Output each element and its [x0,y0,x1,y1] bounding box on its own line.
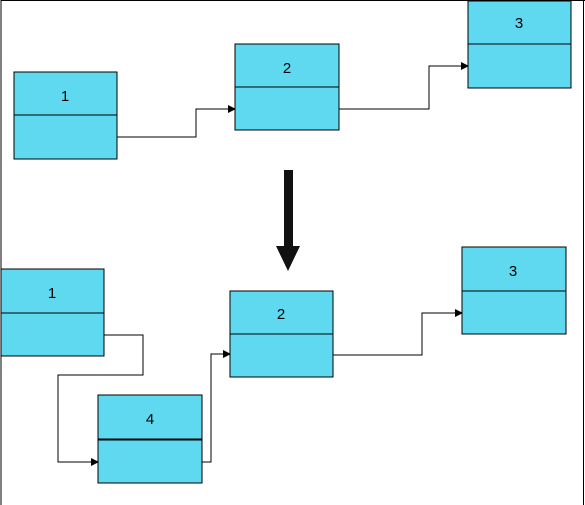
node-before-3[interactable]: 3 [467,0,572,89]
node-before-2-label: 2 [283,60,291,77]
node-before-3-label: 3 [515,15,523,32]
node-after-1[interactable]: 1 [0,268,105,357]
before-list: 1 2 3 [13,0,572,160]
edge-after-1-to-4 [57,334,144,466]
node-after-2[interactable]: 2 [229,290,334,378]
after-list: 1 2 3 4 [0,246,567,484]
node-after-2-label: 2 [277,306,285,323]
edge-before-1-to-2 [117,105,236,138]
node-before-1-label: 1 [61,88,69,105]
node-before-1[interactable]: 1 [13,71,118,160]
edge-after-2-to-3 [333,309,463,356]
node-after-4[interactable]: 4 [97,394,203,484]
down-arrow-icon [276,170,300,271]
node-after-1-label: 1 [48,285,56,302]
edge-after-4-to-2 [202,350,231,463]
edge-before-2-to-3 [339,62,469,110]
node-after-3-label: 3 [509,263,517,280]
node-before-2[interactable]: 2 [234,43,340,131]
node-after-3[interactable]: 3 [461,246,567,335]
node-after-4-label: 4 [146,411,154,428]
